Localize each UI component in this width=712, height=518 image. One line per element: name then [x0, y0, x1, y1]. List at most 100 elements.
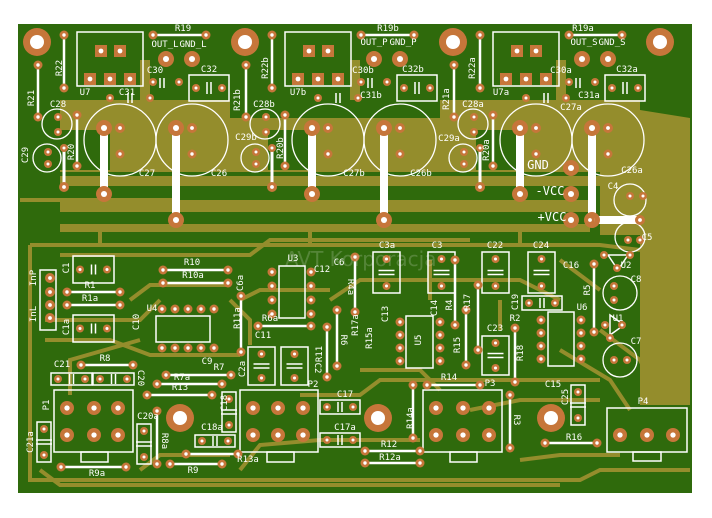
capacitor-outline	[319, 432, 361, 448]
pad-hole	[160, 346, 164, 350]
component-label: C32b	[402, 65, 424, 75]
pad-hole	[452, 63, 456, 67]
pad-hole	[199, 346, 203, 350]
pad-hole	[576, 416, 580, 420]
copper-trace	[238, 438, 420, 472]
pad-hole	[644, 432, 650, 438]
pad-hole	[210, 393, 214, 397]
component-label: R17	[463, 294, 473, 310]
pad-hole	[351, 405, 355, 409]
pad-hole	[226, 439, 230, 443]
capacitor-outline	[602, 342, 638, 378]
component-label: GND_S	[598, 38, 625, 48]
pad-hole	[254, 162, 258, 166]
pad-hole	[539, 284, 544, 288]
pad-hole	[259, 352, 264, 356]
pad-hole	[220, 462, 224, 466]
regulator-outline	[492, 31, 560, 87]
pad-hole	[270, 270, 274, 274]
pad-hole	[438, 320, 442, 324]
component-label: C22	[487, 241, 503, 251]
component-label: C20a	[137, 412, 159, 422]
mounting-hole-center	[653, 35, 667, 49]
regulator-u2-symbol	[606, 254, 630, 272]
pad-hole	[612, 284, 616, 288]
pad-hole	[78, 326, 82, 331]
pad-hole	[610, 86, 614, 90]
component-label: P2	[308, 380, 319, 390]
pad-hole	[306, 48, 312, 54]
component-label: C20	[135, 370, 145, 386]
component-label: R8	[100, 354, 111, 364]
component-label: C29	[21, 147, 31, 163]
pad-hole	[115, 405, 121, 411]
capacitor-outline	[92, 372, 135, 386]
pad-hole	[628, 253, 632, 257]
pad-hole	[579, 357, 583, 361]
pad-hole	[335, 364, 339, 368]
capacitor-outline	[280, 346, 309, 386]
component-label: InL	[29, 306, 39, 322]
component-label: C3	[432, 241, 443, 251]
pad-hole	[553, 301, 557, 305]
component-label: C29a	[438, 134, 460, 144]
pad-hole	[151, 33, 155, 37]
capacitor-outline	[604, 74, 646, 102]
pad-hole	[220, 382, 224, 386]
pad-hole	[493, 257, 498, 261]
pad-hole	[539, 318, 543, 322]
pad-hole	[359, 33, 363, 37]
pad-hole	[325, 48, 331, 54]
pad-hole	[62, 146, 66, 150]
component-label: R9	[188, 466, 199, 476]
pad-hole	[534, 152, 538, 156]
pad-hole	[508, 446, 512, 450]
pad-hole	[398, 126, 402, 130]
capacitor-outline	[72, 314, 115, 343]
component-label: P4	[638, 397, 649, 407]
pad-hole	[115, 432, 121, 438]
pad-hole	[617, 432, 623, 438]
component-label: C26a	[621, 166, 643, 176]
copper-pour	[60, 200, 590, 212]
component-label: R14	[441, 373, 457, 383]
pad-hole	[100, 190, 108, 198]
component-label: R15	[453, 337, 463, 353]
pad-hole	[539, 331, 543, 335]
pad-hole	[567, 33, 571, 37]
pad-hole	[226, 281, 230, 285]
component-label: InP	[29, 269, 39, 286]
pad-hole	[567, 216, 575, 224]
pad-hole	[186, 346, 190, 350]
pad-hole	[259, 376, 264, 380]
pad-hole	[125, 377, 129, 381]
capacitor-outline	[249, 108, 281, 140]
pad-hole	[212, 346, 216, 350]
pad-hole	[491, 164, 495, 168]
input-connector-outline	[39, 269, 57, 331]
component-label: C29b	[235, 133, 257, 143]
pad-hole	[539, 344, 543, 348]
pad-hole	[493, 366, 498, 370]
copper-pour	[60, 224, 590, 232]
pad-hole	[476, 348, 480, 352]
pad-hole	[186, 307, 190, 311]
component-label: R3	[511, 415, 521, 426]
component-label: R22	[55, 60, 65, 76]
pad-hole	[161, 268, 165, 272]
component-label: U1	[613, 314, 624, 324]
pad-hole	[91, 432, 97, 438]
pad-hole	[83, 377, 87, 381]
pad-hole	[188, 55, 196, 63]
component-label: R22b	[261, 57, 271, 79]
pad-hole	[453, 258, 457, 262]
electrolytic-cap-outline	[571, 103, 645, 177]
component-label: C7	[631, 337, 642, 347]
pad-hole	[118, 152, 122, 156]
component-label: R21b	[233, 89, 243, 111]
pad-hole	[385, 80, 389, 84]
pad-hole	[315, 76, 321, 82]
pad-hole	[578, 55, 586, 63]
pad-hole	[398, 320, 402, 324]
